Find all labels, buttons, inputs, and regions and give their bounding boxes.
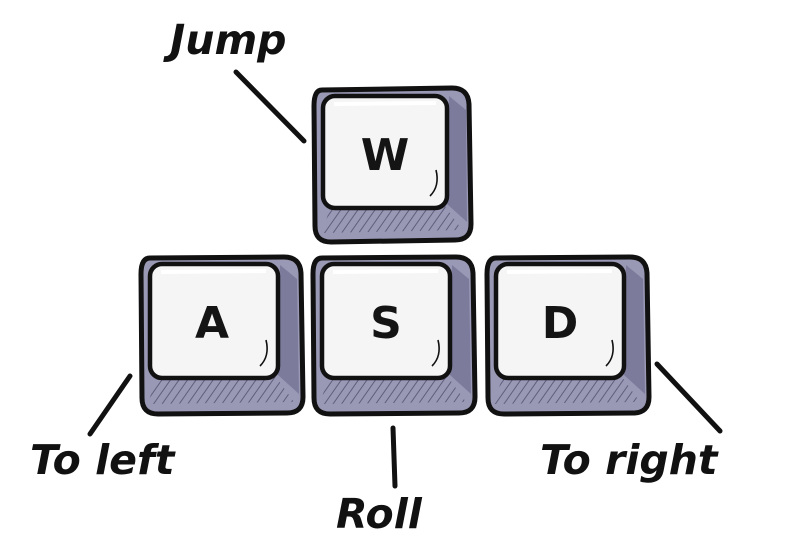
- key-a-letter: A: [195, 298, 229, 349]
- key-w-letter: W: [361, 130, 410, 181]
- key-s: S: [310, 254, 478, 417]
- caption-to-right: To right: [540, 436, 719, 484]
- key-a: A: [138, 254, 306, 417]
- caption-to-left: To left: [30, 436, 176, 484]
- key-d-letter: D: [542, 298, 579, 349]
- caption-jump: Jump: [163, 16, 287, 64]
- key-w: W: [311, 85, 474, 245]
- leader-line-to-right: [654, 361, 723, 434]
- caption-roll: Roll: [336, 490, 423, 538]
- key-d: D: [484, 254, 652, 417]
- leader-line-to-left: [87, 373, 133, 437]
- leader-line-jump: [233, 69, 307, 144]
- leader-line-roll: [390, 425, 398, 489]
- key-s-letter: S: [370, 298, 402, 349]
